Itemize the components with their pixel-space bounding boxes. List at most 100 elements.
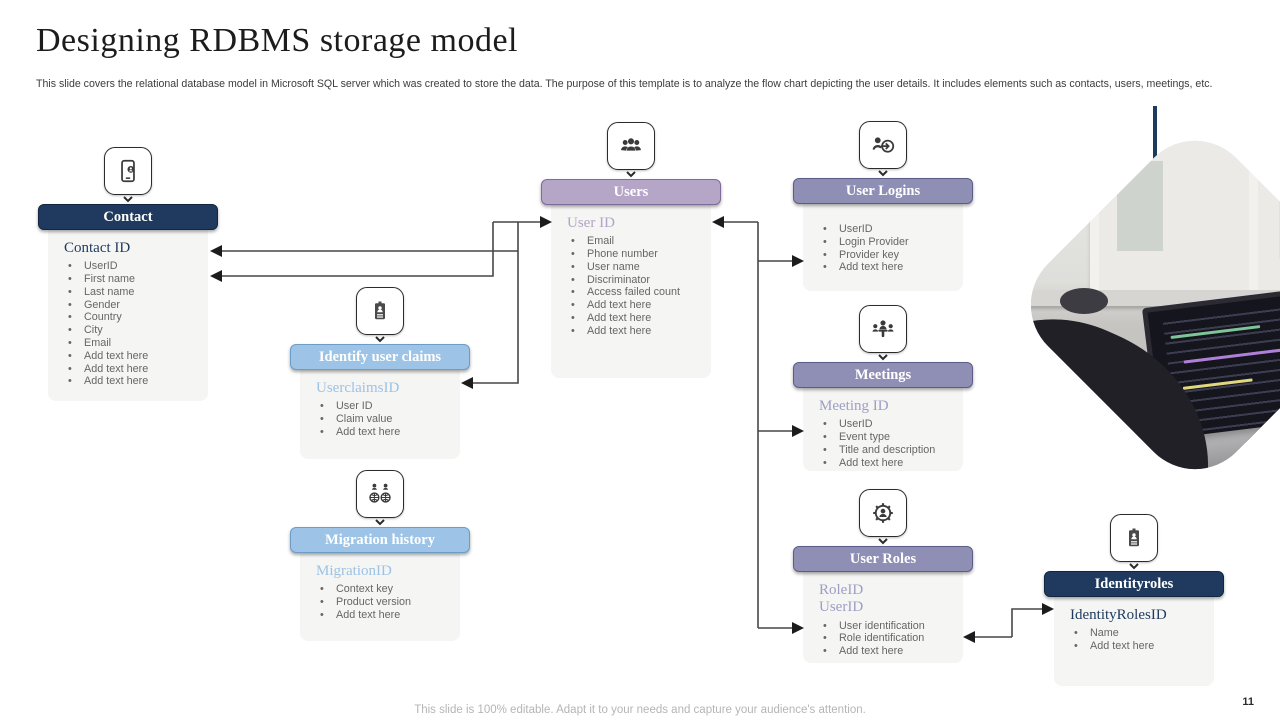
field-item: Email: [62, 337, 202, 350]
entity-title: Meetings: [854, 366, 912, 383]
entity-contact: Contact Contact ID UserIDFirst nameLast …: [38, 147, 218, 401]
entity-user-roles-header: User Roles: [793, 546, 973, 572]
field-item: Email: [565, 235, 705, 248]
field-item: Add text here: [62, 350, 202, 363]
field-item: UserID: [817, 223, 957, 236]
key-field-list: UserclaimsID: [314, 380, 454, 397]
chevron-down-icon: [1128, 560, 1140, 571]
field-item: Add text here: [565, 325, 705, 338]
field-item: UserID: [62, 260, 202, 273]
field-item: Provider key: [817, 249, 957, 262]
field-item: Add text here: [314, 426, 454, 439]
field-item: User ID: [567, 215, 615, 231]
entity-users-header: Users: [541, 179, 721, 205]
field-list: EmailPhone numberUser nameDiscriminatorA…: [565, 235, 705, 337]
field-item: Role identification: [817, 632, 957, 645]
field-item: Last name: [62, 286, 202, 299]
id-badge-icon: [1110, 514, 1158, 562]
entity-user-logins-body: UserIDLogin ProviderProvider keyAdd text…: [803, 204, 963, 291]
window-frame-bar: [1249, 131, 1258, 291]
field-item: Add text here: [1068, 640, 1208, 653]
field-item: UserID: [819, 599, 864, 616]
field-item: MigrationID: [316, 563, 392, 579]
mobile-contact-icon: [104, 147, 152, 195]
chevron-down-icon: [625, 168, 637, 179]
key-field-list: IdentityRolesID: [1068, 607, 1208, 624]
chevron-down-icon: [374, 516, 386, 527]
entity-identityroles: Identityroles IdentityRolesID NameAdd te…: [1044, 514, 1224, 686]
id-card-icon: [356, 287, 404, 335]
entity-meetings-header: Meetings: [793, 362, 973, 388]
field-list: UserIDLogin ProviderProvider keyAdd text…: [817, 223, 957, 274]
field-list: Context keyProduct versionAdd text here: [314, 583, 454, 621]
field-item: Product version: [314, 596, 454, 609]
field-item: RoleID: [819, 582, 864, 598]
entity-meetings: Meetings Meeting ID UserIDEvent typeTitl…: [793, 305, 973, 471]
page-title: Designing RDBMS storage model: [36, 22, 518, 59]
field-item: User identification: [817, 620, 957, 633]
field-item: Add text here: [565, 299, 705, 312]
entity-meetings-body: Meeting ID UserIDEvent typeTitle and des…: [803, 388, 963, 471]
entity-title: Identityroles: [1094, 575, 1174, 592]
entity-title: Migration history: [325, 531, 435, 548]
field-item: Context key: [314, 583, 454, 596]
field-item: Login Provider: [817, 236, 957, 249]
field-item: Claim value: [314, 413, 454, 426]
field-item: Add text here: [62, 363, 202, 376]
field-item: Add text here: [314, 609, 454, 622]
page-number: 11: [1242, 696, 1254, 708]
field-item: Access failed count: [565, 286, 705, 299]
window-pane: [1090, 122, 1280, 300]
entity-title: Users: [613, 183, 649, 200]
field-list: UserIDEvent typeTitle and descriptionAdd…: [817, 418, 957, 469]
field-item: Gender: [62, 299, 202, 312]
entity-title: Identify user claims: [318, 348, 442, 365]
field-item: Add text here: [565, 312, 705, 325]
chevron-down-icon: [122, 193, 134, 204]
field-list: NameAdd text here: [1068, 627, 1208, 653]
field-item: UserID: [817, 418, 957, 431]
entity-title: Contact: [103, 208, 153, 225]
users-group-icon: [607, 122, 655, 170]
field-list: User identificationRole identificationAd…: [817, 620, 957, 658]
field-item: Title and description: [817, 444, 957, 457]
entity-user-logins: User Logins UserIDLogin ProviderProvider…: [793, 121, 973, 291]
chevron-down-icon: [877, 535, 889, 546]
laptop-photo: [1006, 116, 1280, 494]
entity-title: User Roles: [849, 550, 917, 567]
field-item: UserclaimsID: [316, 380, 400, 396]
field-item: User ID: [314, 400, 454, 413]
chevron-down-icon: [877, 167, 889, 178]
people-globe-icon: [356, 470, 404, 518]
connector-users-to-contact-2: [210, 222, 494, 282]
field-item: IdentityRolesID: [1070, 607, 1167, 623]
connector-users-to-claims: [461, 222, 519, 389]
field-item: User name: [565, 261, 705, 274]
footer-note: This slide is 100% editable. Adapt it to…: [414, 704, 866, 716]
field-list: User IDClaim valueAdd text here: [314, 400, 454, 438]
field-item: Meeting ID: [819, 398, 889, 414]
user-gear-icon: [859, 489, 907, 537]
field-item: Event type: [817, 431, 957, 444]
user-login-icon: [859, 121, 907, 169]
entity-identityroles-body: IdentityRolesID NameAdd text here: [1054, 597, 1214, 686]
entity-user-logins-header: User Logins: [793, 178, 973, 204]
entity-identityroles-header: Identityroles: [1044, 571, 1224, 597]
entity-contact-header: Contact: [38, 204, 218, 230]
field-item: Contact ID: [64, 240, 131, 256]
field-item: Add text here: [817, 457, 957, 470]
field-item: First name: [62, 273, 202, 286]
entity-identify-user-claims: Identify user claims UserclaimsID User I…: [290, 287, 470, 459]
entity-identify-user-claims-header: Identify user claims: [290, 344, 470, 370]
field-item: Name: [1068, 627, 1208, 640]
building-shape: [1117, 161, 1163, 251]
key-field-list: MigrationID: [314, 563, 454, 580]
entity-title: User Logins: [845, 182, 921, 199]
chevron-down-icon: [374, 333, 386, 344]
entity-migration-history: Migration history MigrationID Context ke…: [290, 470, 470, 641]
field-item: Phone number: [565, 248, 705, 261]
key-field-list: User ID: [565, 215, 705, 232]
